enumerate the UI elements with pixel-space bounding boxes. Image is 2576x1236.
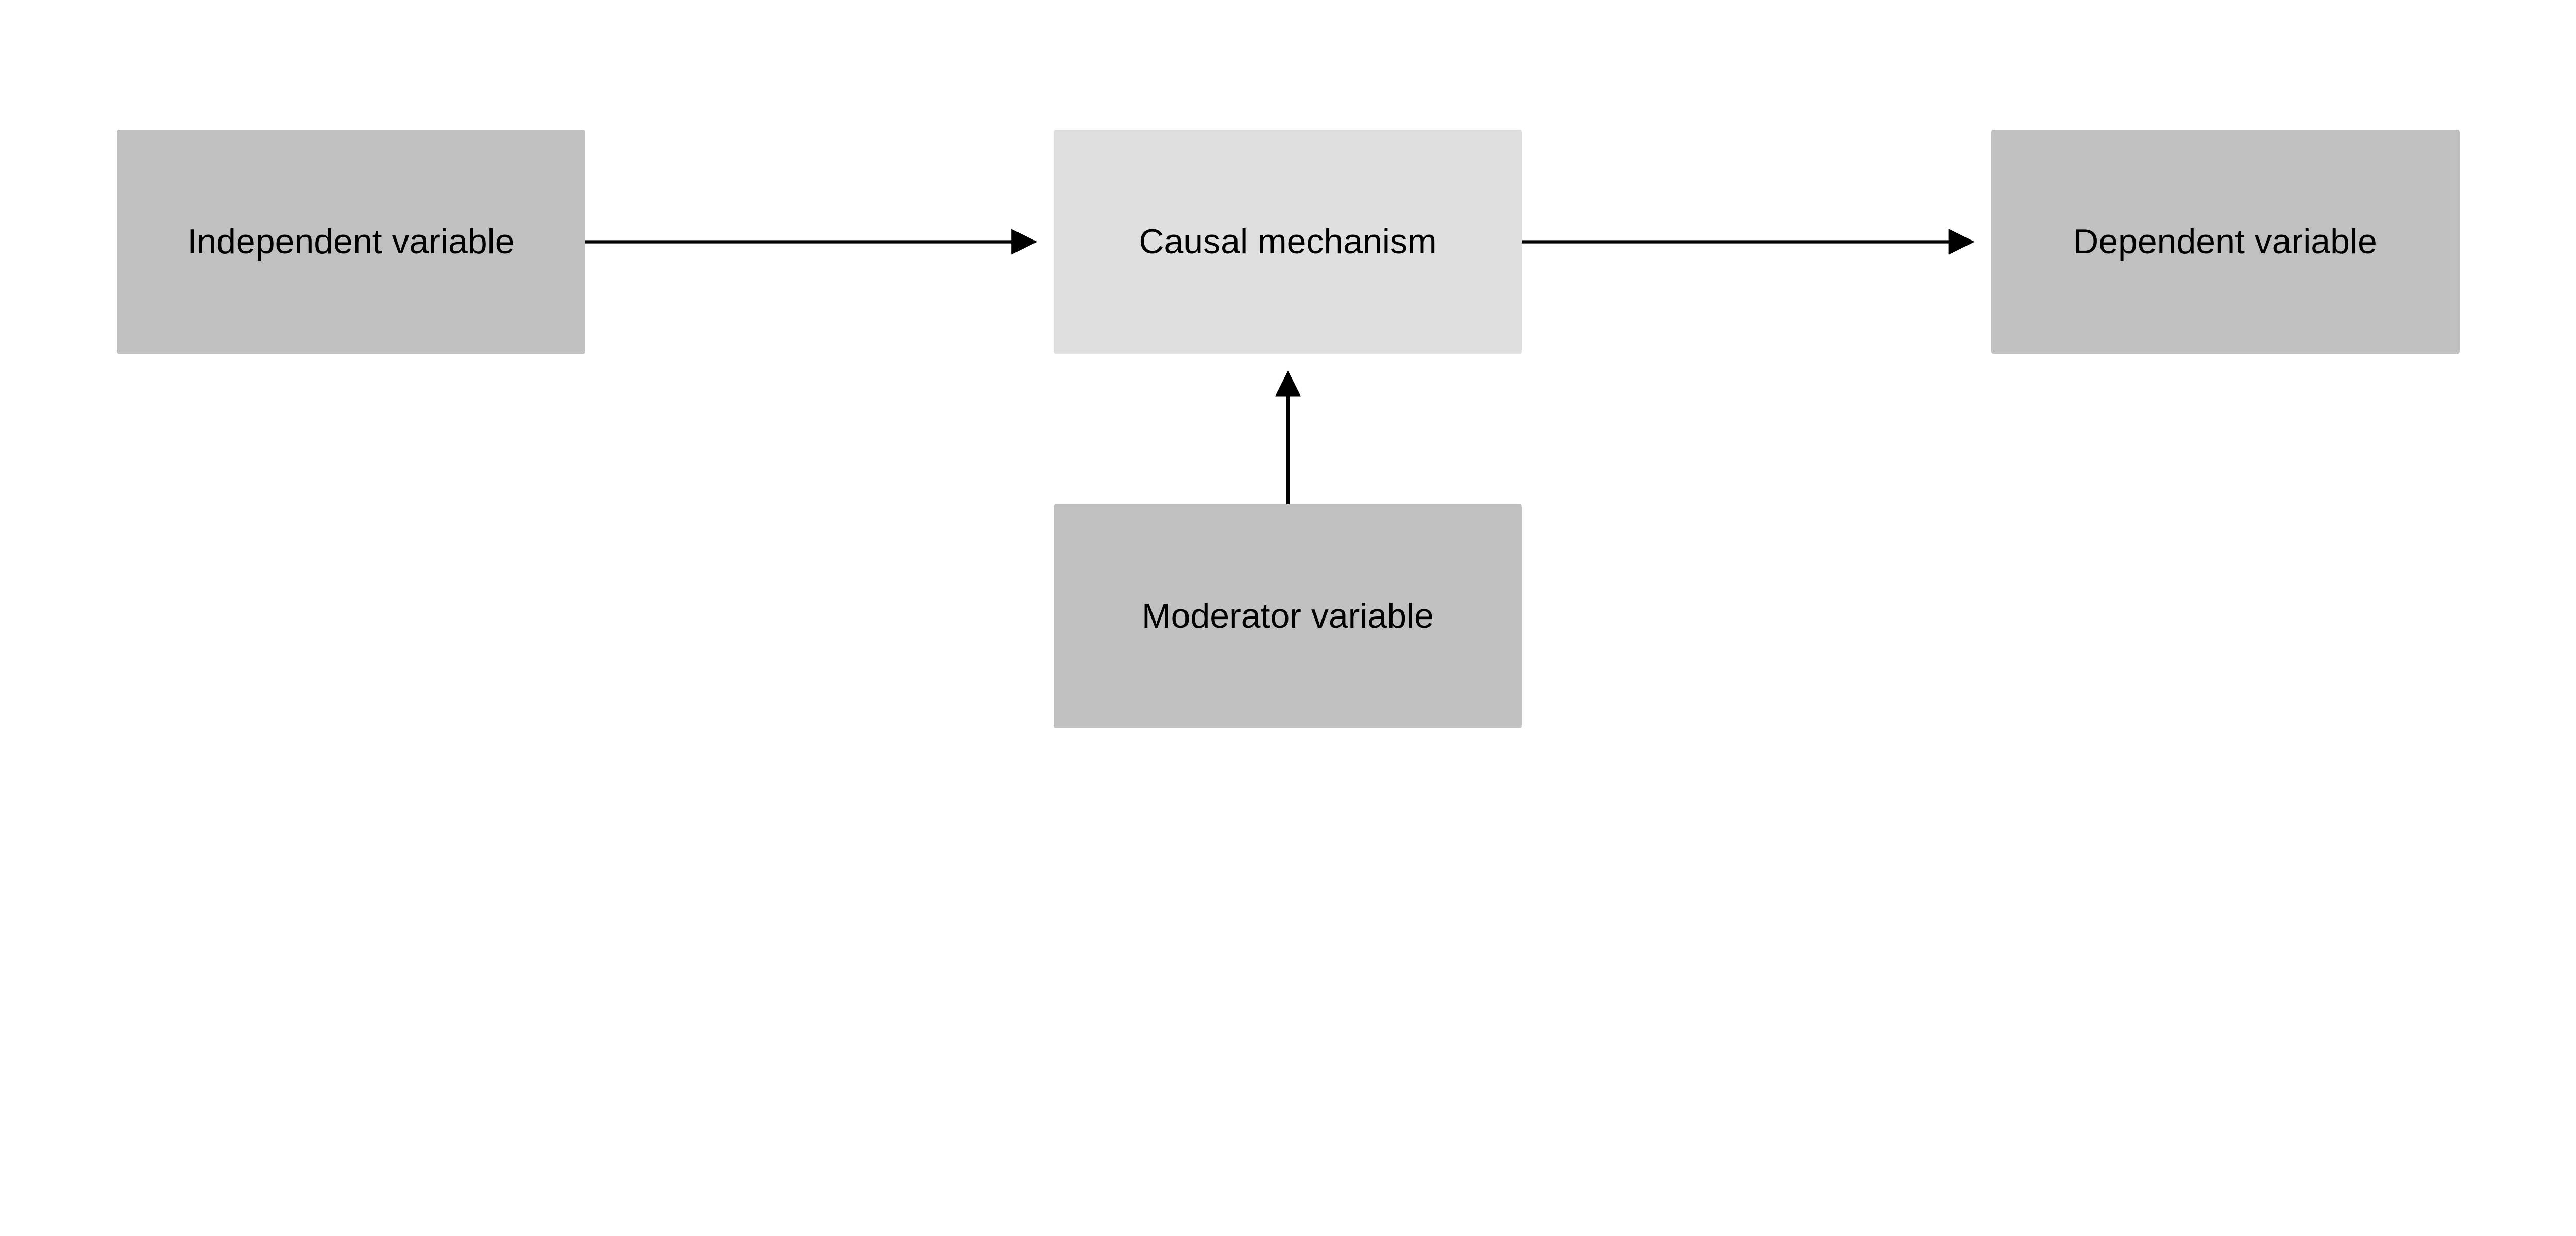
node-label: Dependent variable	[2073, 222, 2377, 262]
node-independent-variable: Independent variable	[116, 130, 585, 354]
edges-layer	[585, 229, 1975, 505]
node-moderator-variable: Moderator variable	[1054, 504, 1522, 728]
node-dependent-variable: Dependent variable	[1991, 130, 2460, 354]
diagram-canvas: Independent variable Causal mechanism De…	[116, 130, 2460, 728]
node-causal-mechanism: Causal mechanism	[1054, 130, 1522, 354]
node-label: Moderator variable	[1142, 596, 1434, 636]
node-label: Independent variable	[187, 222, 515, 262]
node-label: Causal mechanism	[1139, 222, 1437, 262]
